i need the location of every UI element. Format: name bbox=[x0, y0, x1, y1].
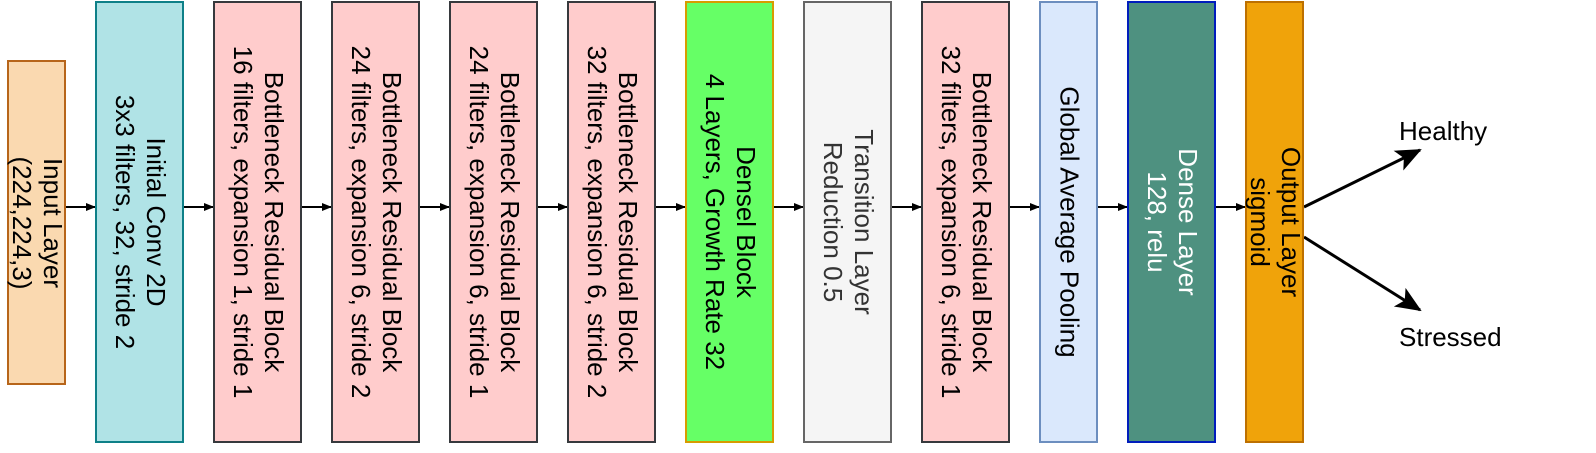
block-label-line: (224,224,3) bbox=[6, 156, 37, 289]
block-input-layer: Input Layer(224,224,3) bbox=[5, 60, 68, 385]
block-label-line: Transition Layer bbox=[848, 129, 879, 315]
block-label-line: 3x3 filters, 32, stride 2 bbox=[109, 94, 140, 350]
output-label-healthy: Healthy bbox=[1399, 116, 1488, 146]
block-label-line: Bottleneck Residual Block bbox=[612, 71, 643, 373]
block-label-line: Bottleneck Residual Block bbox=[258, 71, 289, 373]
block-label-line: Bottleneck Residual Block bbox=[376, 71, 407, 373]
block-global-avg-pool: Global Average Pooling bbox=[1039, 1, 1098, 443]
block-label-line: Global Average Pooling bbox=[1054, 86, 1085, 358]
arrow-to-healthy bbox=[1303, 148, 1422, 209]
block-label-line: Bottleneck Residual Block bbox=[966, 71, 997, 373]
block-label-line: Densel Block bbox=[730, 146, 761, 298]
block-label-line: Output Layer bbox=[1275, 146, 1306, 298]
block-label-line: 16 filters, expansion 1, stride 1 bbox=[227, 45, 258, 399]
block-label-line: 32 filters, expansion 6, stride 2 bbox=[581, 45, 612, 399]
block-label-line: sigmoid bbox=[1244, 177, 1275, 267]
block-label-line: Dense Layer bbox=[1172, 148, 1203, 296]
block-label: Input Layer(224,224,3) bbox=[5, 156, 68, 289]
output-label-stressed: Stressed bbox=[1399, 322, 1502, 352]
block-label-line: 24 filters, expansion 6, stride 2 bbox=[345, 45, 376, 399]
block-label-line: Reduction 0.5 bbox=[817, 141, 848, 303]
block-label-line: Bottleneck Residual Block bbox=[494, 71, 525, 373]
block-label-line: 128, relu bbox=[1141, 171, 1172, 273]
block-label: Global Average Pooling bbox=[1053, 86, 1084, 357]
block-label-line: Initial Conv 2D bbox=[140, 137, 171, 307]
block-label-line: 4 Layers, Growth Rate 32 bbox=[699, 73, 730, 371]
block-label-line: 32 filters, expansion 6, stride 1 bbox=[935, 45, 966, 399]
arrow-to-stressed bbox=[1303, 235, 1422, 312]
block-label-line: Input Layer bbox=[37, 157, 68, 288]
block-label-line: 24 filters, expansion 6, stride 1 bbox=[463, 45, 494, 399]
